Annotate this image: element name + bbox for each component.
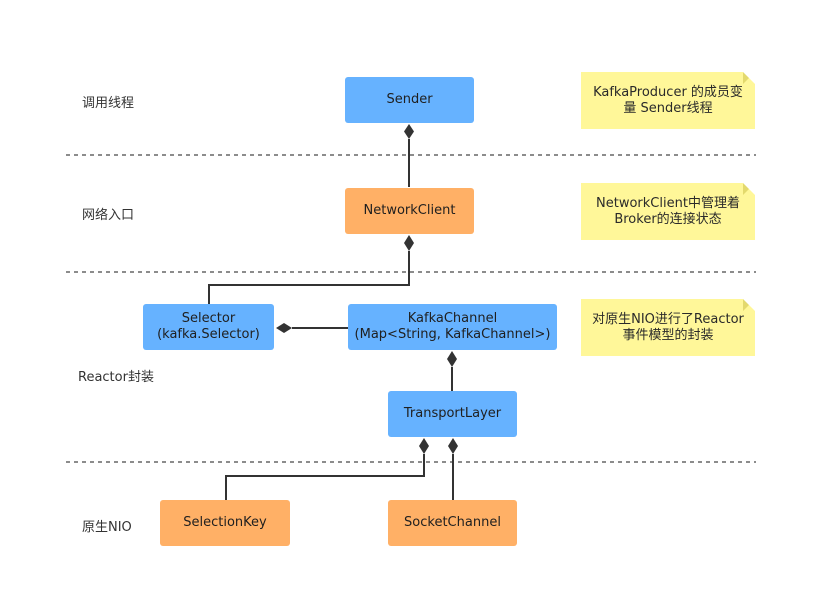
note-reactor-line-2: 事件模型的封装: [622, 327, 714, 343]
note-producer: KafkaProducer 的成员变 量 Sender线程: [581, 72, 755, 129]
node-socket-channel: SocketChannel: [388, 500, 517, 546]
node-kafka-channel-sublabel: (Map<String, KafkaChannel>): [354, 327, 551, 342]
node-selector-label: Selector: [181, 311, 236, 326]
node-selection-key: SelectionKey: [160, 500, 290, 546]
diamond-sender: [404, 124, 414, 139]
node-socket-channel-label: SocketChannel: [404, 515, 501, 530]
node-transport-layer-label: TransportLayer: [403, 406, 502, 421]
note-fold-corner: [743, 183, 755, 195]
node-network-client: NetworkClient: [345, 188, 474, 234]
layer-label-nio: 原生NIO: [82, 520, 132, 535]
node-kafka-channel-label: KafkaChannel: [407, 311, 498, 326]
diamond-networkclient: [404, 235, 414, 251]
node-transport-layer: TransportLayer: [388, 391, 517, 437]
note-network-client: NetworkClient中管理着 Broker的连接状态: [581, 183, 755, 240]
note-network-client-line-1: NetworkClient中管理着: [596, 195, 740, 211]
diamond-transportlayer-left: [419, 438, 429, 454]
diamond-transportlayer-right: [448, 438, 458, 454]
node-kafka-channel: KafkaChannel (Map<String, KafkaChannel>): [348, 304, 557, 350]
node-network-client-label: NetworkClient: [363, 203, 456, 218]
note-producer-line-2: 量 Sender线程: [623, 100, 713, 116]
diamond-kafkachannel: [447, 351, 457, 367]
note-producer-line-1: KafkaProducer 的成员变: [593, 84, 743, 100]
node-sender: Sender: [345, 77, 474, 123]
layer-label-thread: 调用线程: [82, 96, 135, 111]
node-selection-key-label: SelectionKey: [183, 515, 267, 530]
node-selector: Selector (kafka.Selector): [143, 304, 274, 350]
edge-transportlayer-selectionkey: [225, 454, 425, 500]
note-network-client-line-2: Broker的连接状态: [614, 211, 722, 227]
edge-networkclient-selector: [208, 251, 410, 304]
note-fold-corner: [743, 299, 755, 311]
node-sender-label: Sender: [386, 92, 433, 107]
layer-label-network: 网络入口: [82, 208, 135, 223]
diamond-selector: [276, 323, 292, 333]
note-reactor: 对原生NIO进行了Reactor 事件模型的封装: [581, 299, 755, 356]
note-reactor-line-1: 对原生NIO进行了Reactor: [592, 311, 744, 327]
node-selector-sublabel: (kafka.Selector): [157, 327, 260, 342]
layer-label-reactor: Reactor封装: [78, 370, 154, 385]
note-fold-corner: [743, 72, 755, 84]
